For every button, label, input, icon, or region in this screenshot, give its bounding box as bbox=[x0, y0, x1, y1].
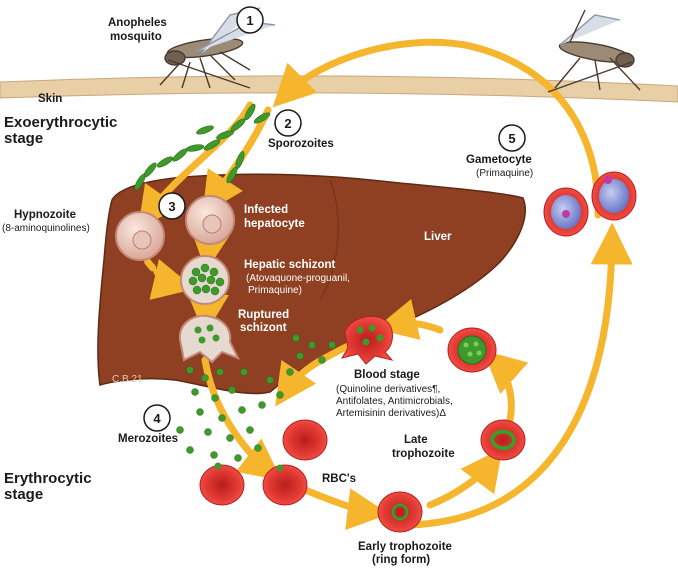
signature: C.B.21 bbox=[112, 374, 143, 385]
step-4-marker: 4 bbox=[143, 404, 171, 432]
blood-stage-drugs-line3: Artemisinin derivatives)Δ bbox=[336, 408, 446, 419]
late-trophozoite-label-line2: trophozoite bbox=[392, 448, 455, 460]
svg-text:3: 3 bbox=[168, 199, 175, 214]
ruptured-schizont-cell bbox=[178, 314, 241, 364]
ruptured-schizont-label-line2: schizont bbox=[240, 322, 287, 334]
hepatic-schizont-drug-line2: Primaquine) bbox=[248, 285, 302, 296]
hypnozoite-drug-label: (8-aminoquinolines) bbox=[2, 223, 90, 234]
cycle-arrows bbox=[136, 38, 633, 530]
early-trophozoite-cell bbox=[377, 491, 423, 533]
ruptured-rbc-cell bbox=[340, 316, 394, 365]
svg-text:1: 1 bbox=[246, 13, 253, 28]
blood-stage-label: Blood stage bbox=[354, 369, 420, 381]
merozoites bbox=[176, 334, 336, 462]
hypnozoite-cell bbox=[115, 211, 165, 261]
mosquito-label-line2: mosquito bbox=[110, 31, 162, 43]
infected-hepatocyte-cell bbox=[185, 195, 235, 245]
svg-text:5: 5 bbox=[508, 131, 515, 146]
skin-label: Skin bbox=[38, 93, 62, 105]
early-trophozoite-label-line2: (ring form) bbox=[372, 554, 430, 566]
mosquito-label-line1: Anopheles bbox=[108, 17, 167, 29]
svg-text:2: 2 bbox=[284, 116, 291, 131]
step-1-marker: 1 bbox=[236, 6, 264, 34]
infected-hepatocyte-label-line2: hepatocyte bbox=[244, 218, 305, 230]
late-trophozoite-cell bbox=[480, 419, 526, 461]
ruptured-schizont-label-line1: Ruptured bbox=[238, 309, 289, 321]
early-trophozoite-label-line1: Early trophozoite bbox=[358, 541, 452, 553]
infected-hepatocyte-label-line1: Infected bbox=[244, 204, 288, 216]
exo-stage-label-line2: stage bbox=[4, 130, 43, 147]
step-5-marker: 5 bbox=[498, 124, 526, 152]
mosquito-right bbox=[547, 9, 641, 93]
exo-stage-label-line1: Exoerythrocytic bbox=[4, 114, 117, 131]
rbc-cells bbox=[199, 419, 328, 506]
liver-lobe-line bbox=[319, 179, 339, 301]
late-trophozoite-label-line1: Late bbox=[404, 434, 428, 446]
hypnozoite-label: Hypnozoite bbox=[14, 209, 76, 221]
skin-band bbox=[0, 75, 678, 103]
sporozoites bbox=[134, 103, 271, 191]
merozoites-label: Merozoites bbox=[118, 433, 178, 445]
rbcs-label: RBC's bbox=[322, 473, 356, 485]
step-3-marker: 3 bbox=[158, 192, 186, 220]
gametocyte-cells bbox=[543, 171, 637, 237]
blood-stage-drugs-line2: Antifolates, Antimicrobials, bbox=[336, 396, 453, 407]
hepatic-schizont-label: Hepatic schizont bbox=[244, 259, 336, 271]
erythrocytic-stage-label-line2: stage bbox=[4, 486, 43, 503]
liver-label: Liver bbox=[424, 231, 452, 243]
blood-schizont-cell bbox=[447, 327, 497, 373]
hepatic-schizont-drug-line1: (Atovaquone-proguanil, bbox=[246, 273, 350, 284]
blood-stage-drugs-line1: (Quinoline derivatives¶, bbox=[336, 384, 440, 395]
gametocyte-label: Gametocyte bbox=[466, 154, 532, 166]
sporozoites-label: Sporozoites bbox=[268, 138, 334, 150]
hepatic-schizont-cell bbox=[180, 255, 230, 305]
erythrocytic-stage-label-line1: Erythrocytic bbox=[4, 470, 92, 487]
svg-text:4: 4 bbox=[153, 411, 161, 426]
step-2-marker: 2 bbox=[274, 109, 302, 137]
gametocyte-drug-label: (Primaquine) bbox=[476, 168, 533, 179]
